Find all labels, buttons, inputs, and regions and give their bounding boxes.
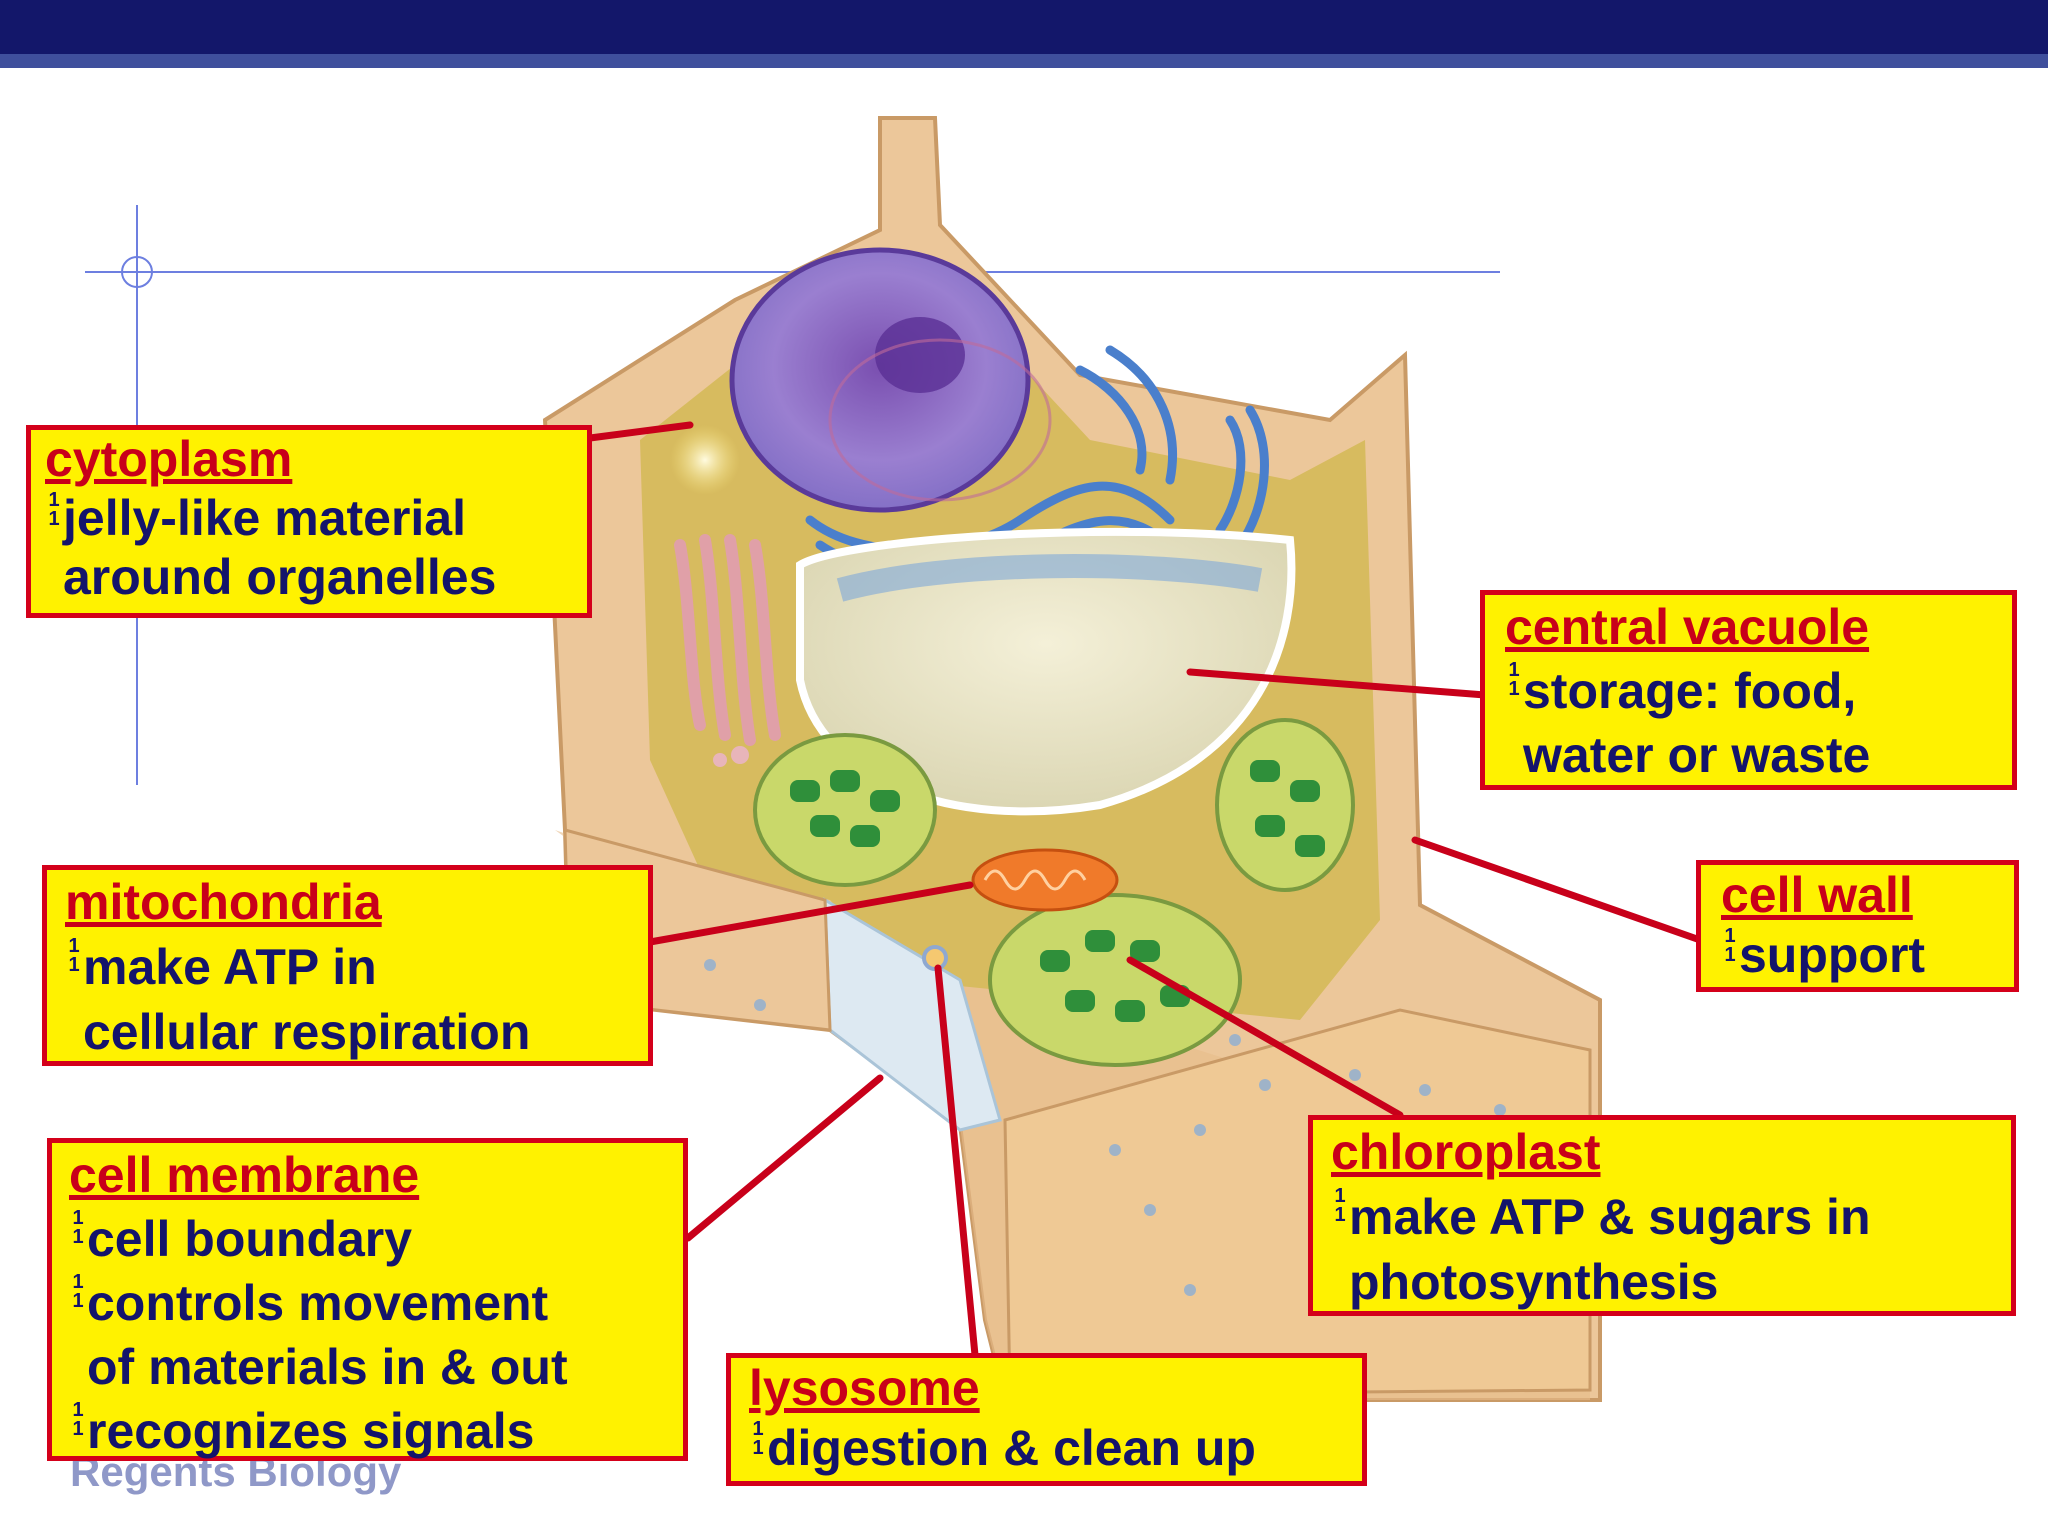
cytoplasm-label: cytoplasm 1 1 jelly-like material around… <box>26 425 592 618</box>
label-title: mitochondria <box>65 874 382 930</box>
label-line: recognizes signals <box>87 1403 535 1459</box>
bullet-row: 1 1 recognizes signals <box>69 1399 666 1463</box>
bullet-mark: 1 1 <box>1724 925 1736 966</box>
bullet-row: 1 1 jelly-like material <box>45 489 573 548</box>
label-title: central vacuole <box>1505 599 1870 655</box>
label-title: cell membrane <box>69 1147 420 1203</box>
nucleus-shape <box>729 247 1052 513</box>
chloroplast-label: chloroplast 1 1 make ATP & sugars in pho… <box>1308 1115 2016 1316</box>
mitochondrion-shape <box>971 848 1119 912</box>
chloroplast-left <box>753 733 937 887</box>
label-title: lysosome <box>749 1360 980 1416</box>
label-line: make ATP & sugars in <box>1349 1189 1871 1245</box>
bullet-mark: 1 1 <box>72 1399 84 1440</box>
bullet-mark: 1 1 <box>72 1207 84 1248</box>
mitochondria-label: mitochondria 1 1 make ATP in cellular re… <box>42 865 653 1066</box>
cell-wall-label: cell wall 1 1 support <box>1696 860 2019 992</box>
label-line: of materials in & out <box>87 1339 568 1395</box>
label-line: make ATP in <box>83 939 377 995</box>
lysosome-shape <box>922 945 948 971</box>
bullet-row: 1 1 storage: food, <box>1505 659 1992 723</box>
bullet-row: 1 1 controls movement <box>69 1271 666 1335</box>
title-bar <box>0 0 2048 54</box>
label-line: photosynthesis <box>1349 1254 1719 1310</box>
golgi-shape <box>674 534 781 767</box>
label-line: digestion & clean up <box>767 1420 1256 1476</box>
label-line: storage: food, <box>1523 663 1857 719</box>
label-line: water or waste <box>1523 727 1871 783</box>
label-title: chloroplast <box>1331 1124 1601 1180</box>
bullet-mark: 1 1 <box>752 1418 764 1459</box>
bullet-row: 1 1 make ATP in <box>65 935 630 1000</box>
label-line: cellular respiration <box>83 1004 531 1060</box>
leader-lines <box>586 421 1704 1359</box>
label-line: cell boundary <box>87 1211 413 1267</box>
label-line: jelly-like material <box>63 490 467 546</box>
label-line: around organelles <box>63 549 497 605</box>
bullet-row: 1 1 support <box>1721 925 1994 985</box>
label-line: support <box>1739 927 1926 983</box>
bullet-mark: 1 1 <box>48 489 60 530</box>
bullet-row: 1 1 cell boundary <box>69 1207 666 1271</box>
label-line: controls movement <box>87 1275 549 1331</box>
label-title: cell wall <box>1721 867 1913 923</box>
title-bar-stripe <box>0 54 2048 68</box>
bullet-mark: 1 1 <box>1334 1185 1346 1226</box>
chloroplast-right <box>1215 718 1355 892</box>
label-title: cytoplasm <box>45 431 293 487</box>
bullet-mark: 1 1 <box>68 935 80 976</box>
bullet-row: 1 1 digestion & clean up <box>749 1418 1344 1478</box>
lysosome-label: lysosome 1 1 digestion & clean up <box>726 1353 1367 1486</box>
bullet-mark: 1 1 <box>72 1271 84 1312</box>
central-vacuole-label: central vacuole 1 1 storage: food, water… <box>1480 590 2017 790</box>
bullet-row: 1 1 make ATP & sugars in <box>1331 1185 1993 1250</box>
bullet-mark: 1 1 <box>1508 659 1520 700</box>
chloroplast-bottom <box>988 893 1242 1067</box>
cell-membrane-label: cell membrane 1 1 cell boundary 1 1 cont… <box>47 1138 688 1461</box>
